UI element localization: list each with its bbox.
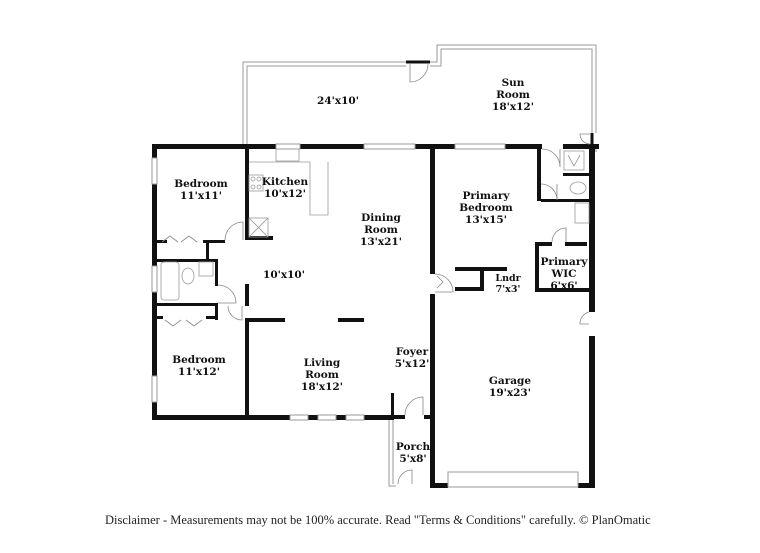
fixtures [160, 148, 590, 301]
room-name-line: WIC [551, 268, 577, 280]
room-name-line: Bedroom [459, 202, 513, 214]
shower [563, 150, 585, 171]
interior-walls [152, 144, 599, 488]
room-label-porch: Porch 5'x8' [396, 441, 430, 465]
room-size: 13'x15' [465, 214, 507, 226]
room-label-primary-wic: Primary WIC 6'x6' [541, 256, 588, 292]
room-name-line: Room [305, 369, 339, 381]
kitchen-counter [249, 161, 329, 216]
room-size: 19'x23' [489, 387, 531, 399]
room-name-line: Porch [395, 441, 431, 453]
room-size: 10'x10' [263, 269, 305, 281]
room-size: 11'x11' [180, 190, 222, 202]
toilet [181, 267, 195, 285]
room-size: 6'x6' [550, 280, 578, 292]
bathtub [160, 261, 180, 301]
room-name-line: Bedroom [174, 178, 228, 190]
room-name-line: Primary [462, 190, 510, 202]
stove [248, 174, 264, 192]
fridge [248, 217, 269, 238]
room-label-living-room: Living Room 18'x12' [301, 357, 343, 393]
room-size: 11'x12' [178, 366, 220, 378]
room-name-line: Sun [501, 77, 525, 89]
room-size: 7'x3' [495, 284, 521, 295]
room-size: 13'x21' [360, 236, 402, 248]
room-name-line: Dining [361, 212, 401, 224]
room-name-line: Bedroom [172, 354, 226, 366]
room-name-line: Room [364, 224, 398, 236]
room-label-primary-bedroom: Primary Bedroom 13'x15' [459, 190, 513, 226]
room-name-line: Room [496, 89, 530, 101]
room-label-dining-room: Dining Room 13'x21' [360, 212, 402, 248]
room-label-hall: 10'x10' [263, 269, 305, 281]
room-name-line: Living [303, 357, 341, 369]
doors [161, 60, 594, 485]
disclaimer-text: Disclaimer - Measurements may not be 100… [105, 513, 651, 527]
room-name-line: Kitchen [261, 176, 309, 188]
room-size: 24'x10' [317, 95, 359, 107]
room-name-line: Lndr [495, 273, 521, 284]
room-size: 18'x12' [301, 381, 343, 393]
kitchen-sink [275, 148, 300, 162]
room-label-kitchen: Kitchen 10'x12' [262, 176, 308, 200]
windows [151, 143, 579, 488]
primary-toilet [569, 181, 587, 195]
room-label-bedroom-1: Bedroom 11'x11' [174, 178, 228, 202]
room-size: 5'x12' [394, 358, 430, 370]
room-size: 18'x12' [492, 101, 534, 113]
room-label-foyer: Foyer 5'x12' [395, 346, 430, 370]
bath-sink [198, 261, 214, 277]
room-size: 10'x12' [264, 188, 306, 200]
room-name-line: Primary [540, 256, 588, 268]
room-label-laundry: Lndr 7'x3' [495, 273, 520, 295]
primary-sink [574, 202, 590, 224]
room-size: 5'x8' [399, 453, 427, 465]
room-label-garage: Garage 19'x23' [489, 375, 531, 399]
room-label-sun-room: Sun Room 18'x12' [492, 77, 534, 113]
room-label-patio: 24'x10' [317, 95, 359, 107]
room-name-line: Garage [488, 375, 532, 387]
room-label-bedroom-2: Bedroom 11'x12' [172, 354, 226, 378]
room-name-line: Foyer [395, 346, 429, 358]
